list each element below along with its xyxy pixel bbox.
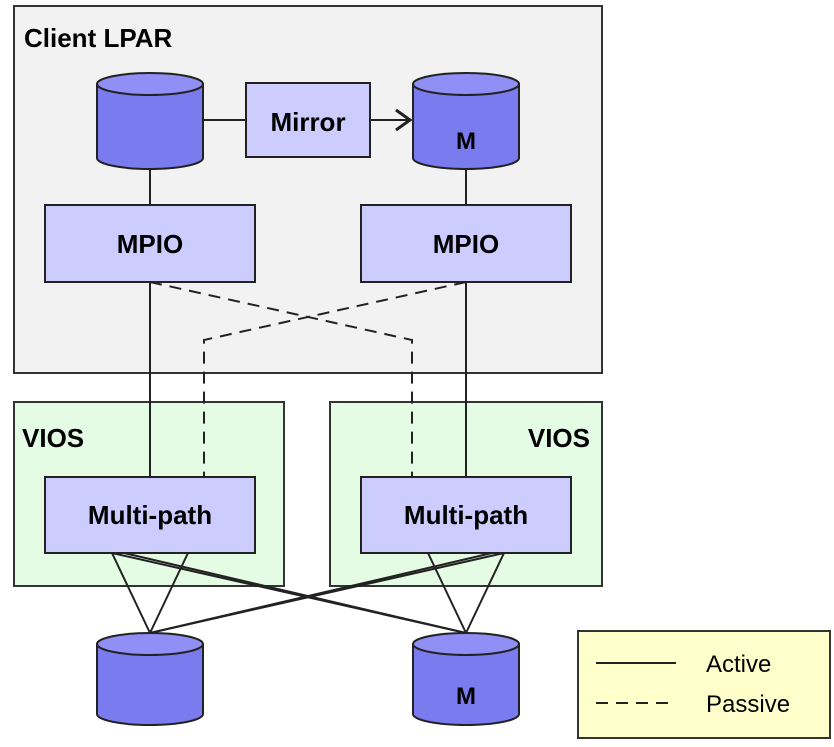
disk-bottom-left (96, 632, 204, 726)
multipath-right-label: Multi-path (404, 500, 528, 530)
mpio-right-box: MPIO (360, 204, 572, 283)
disk-top-right: M (412, 72, 520, 170)
disk-top-right-label: M (456, 128, 476, 155)
vios-left-label: VIOS (22, 423, 84, 453)
mirror-label: Mirror (270, 107, 345, 137)
legend-passive-label: Passive (706, 691, 790, 718)
disk-top-left (96, 72, 204, 170)
multipath-left-box: Multi-path (44, 476, 256, 554)
passive-link-right-mpio (203, 281, 467, 477)
disk-bottom-right: M (412, 632, 520, 726)
mpio-left-label: MPIO (117, 229, 183, 259)
mirror-arrowhead (395, 108, 413, 132)
multipath-left-label: Multi-path (88, 500, 212, 530)
legend-active-label: Active (706, 651, 771, 678)
fan-link-6 (465, 552, 505, 634)
multipath-right-box: Multi-path (360, 476, 572, 554)
fan-link-4 (123, 552, 467, 634)
disk-bottom-right-label: M (456, 683, 476, 710)
legend: Active Passive (577, 630, 831, 739)
fan-link-1 (111, 552, 151, 634)
mirror-box: Mirror (245, 82, 371, 158)
passive-link-left-mpio (149, 281, 413, 477)
client-lpar-container: Client LPAR (13, 5, 603, 374)
fan-link-8 (149, 552, 493, 634)
connection-lines (111, 119, 505, 634)
passive-lines (149, 281, 467, 477)
vios-right-label: VIOS (528, 423, 590, 453)
client-lpar-label: Client LPAR (24, 23, 173, 53)
mpio-right-label: MPIO (433, 229, 499, 259)
mpio-left-box: MPIO (44, 204, 256, 283)
